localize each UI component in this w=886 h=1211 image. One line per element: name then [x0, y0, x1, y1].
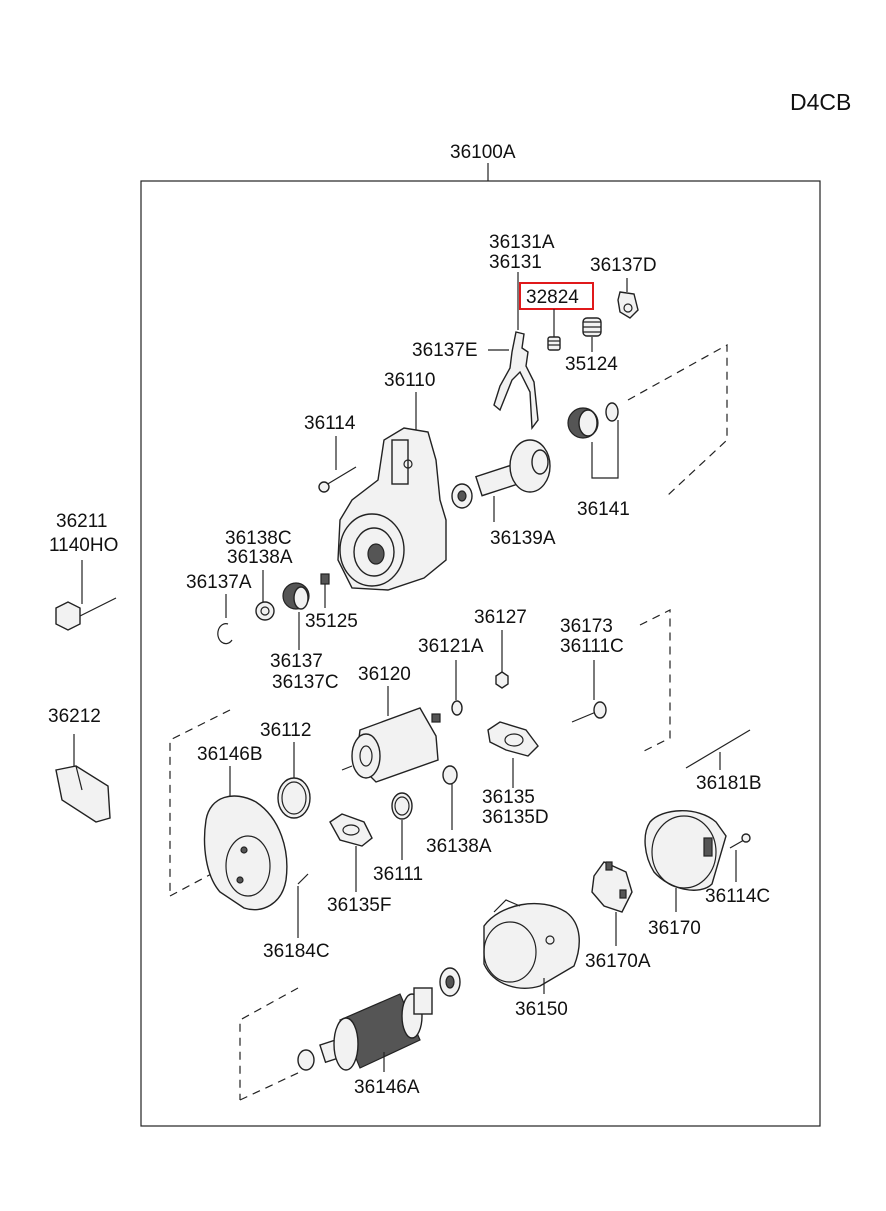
label-36135[interactable]: 36135 [482, 787, 535, 808]
label-36120[interactable]: 36120 [358, 664, 411, 685]
housing-36150 [483, 899, 580, 989]
assembly-frame [140, 180, 821, 1127]
gear-36137 [282, 582, 310, 610]
dashed-group-36146B [169, 709, 231, 896]
pinion-gear-36141 [567, 402, 619, 439]
label-36135D[interactable]: 36135D [482, 807, 549, 828]
screw-36184C [297, 873, 309, 885]
label-36110[interactable]: 36110 [384, 370, 435, 391]
label-36137C[interactable]: 36137C [272, 672, 339, 693]
label-36121A[interactable]: 36121A [418, 636, 484, 657]
label-36135F[interactable]: 36135F [327, 895, 391, 916]
solenoid-36120 [341, 707, 441, 783]
bearing-36150 [439, 967, 461, 997]
bolt-36114 [318, 466, 357, 493]
label-36111[interactable]: 36111 [373, 864, 423, 885]
label-36146B[interactable]: 36146B [197, 744, 263, 765]
engine-code-label: D4CB [790, 89, 851, 115]
yoke-36170 [644, 810, 727, 891]
oring-36112 [277, 777, 311, 819]
label-36137A[interactable]: 36137A [186, 572, 252, 593]
through-bolt-36181B [685, 729, 751, 769]
gasket-36135F [329, 813, 373, 847]
nut-36127 [495, 671, 509, 689]
shift-lever [493, 331, 539, 430]
label-36137E[interactable]: 36137E [412, 340, 478, 361]
gasket-36135 [487, 721, 539, 757]
label-36139A[interactable]: 36139A [490, 528, 556, 549]
washer-36121A [451, 700, 463, 716]
dashed-group-36146A [239, 987, 299, 1100]
label-36181B[interactable]: 36181B [696, 773, 762, 794]
oring-36112-inner [281, 781, 307, 815]
shaft-36139A [451, 439, 551, 509]
screw-36173 [571, 701, 607, 723]
label-36114C[interactable]: 36114C [705, 886, 770, 907]
bracket-36212 [55, 765, 111, 823]
label-1140HO[interactable]: 1140HO [49, 535, 118, 556]
label-36173[interactable]: 36173 [560, 616, 613, 637]
label-36138C[interactable]: 36138C [225, 528, 292, 549]
spring-32824 [547, 336, 561, 351]
rear-cover-36146B [203, 795, 288, 911]
label-36184C[interactable]: 36184C [263, 941, 330, 962]
brush-holder-36170A [591, 861, 633, 913]
label-35124[interactable]: 35124 [565, 354, 618, 375]
front-housing-36110 [337, 427, 447, 591]
label-36111C[interactable]: 36111C [560, 636, 624, 657]
label-36137D[interactable]: 36137D [590, 255, 657, 276]
label-36146A[interactable]: 36146A [354, 1077, 420, 1098]
spring-35125 [320, 573, 330, 585]
snap-ring-36137A [217, 623, 233, 645]
bushing-36138A-mid [442, 765, 458, 785]
label-36114[interactable]: 36114 [304, 413, 356, 434]
label-36131A[interactable]: 36131A [489, 232, 555, 253]
dashed-group-36141 [627, 343, 728, 496]
assembly-label[interactable]: 36100A [450, 142, 516, 163]
label-36131[interactable]: 36131 [489, 252, 542, 273]
label-36127[interactable]: 36127 [474, 607, 527, 628]
armature-36146A [297, 987, 433, 1071]
label-36141[interactable]: 36141 [577, 499, 630, 520]
screw-36114C [729, 833, 751, 849]
clip-36137D [617, 291, 639, 319]
label-35125[interactable]: 35125 [305, 611, 358, 632]
leader-36141 [591, 420, 619, 479]
label-36170[interactable]: 36170 [648, 918, 701, 939]
highlight-box-32824 [519, 282, 594, 310]
label-36150[interactable]: 36150 [515, 999, 568, 1020]
label-36112[interactable]: 36112 [260, 720, 311, 741]
spring-35124 [582, 317, 602, 337]
dashed-group-36173 [639, 609, 671, 754]
label-36138A-mid[interactable]: 36138A [426, 836, 492, 857]
oring-36111-inner [394, 796, 410, 816]
label-36138A-top[interactable]: 36138A [227, 547, 293, 568]
bolt-36211 [55, 597, 117, 631]
label-36170A[interactable]: 36170A [585, 951, 651, 972]
label-36211[interactable]: 36211 [56, 511, 107, 532]
label-36137[interactable]: 36137 [270, 651, 323, 672]
label-36212[interactable]: 36212 [48, 706, 101, 727]
dashed-group-36146A-lower [239, 1071, 301, 1101]
bushing-36138A [255, 601, 275, 621]
label-32824[interactable]: 32824 [526, 287, 579, 308]
